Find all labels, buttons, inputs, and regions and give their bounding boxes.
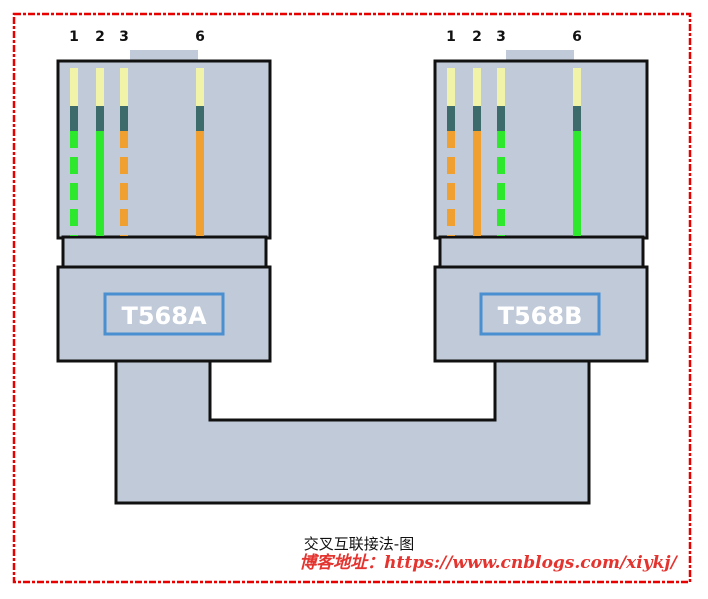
standard-label: T568B [498, 302, 583, 330]
caption: 交叉互联接法-图 [304, 535, 414, 553]
pin-number-label: 6 [572, 29, 582, 45]
pin-tip [573, 68, 581, 106]
pin-number-label: 6 [195, 29, 205, 45]
pin-tip [120, 68, 128, 106]
pin-contact [473, 106, 481, 131]
pin-tip [447, 68, 455, 106]
pin-contact [196, 106, 204, 131]
standard-label: T568A [121, 302, 206, 330]
pin-contact [497, 106, 505, 131]
cable [114, 358, 591, 505]
standard-label-box [479, 292, 601, 336]
connector-tab [506, 50, 574, 62]
connector-head [433, 59, 649, 240]
pin-number-label: 3 [119, 29, 129, 45]
pin-tip [497, 68, 505, 106]
pin-contact [70, 106, 78, 131]
watermark: 博客地址：https://www.cnblogs.com/xiykj/ [299, 553, 678, 573]
connector-neck [61, 235, 268, 270]
pin-number-label: 1 [69, 29, 79, 45]
standard-label-box [103, 292, 225, 336]
pin-number-label: 1 [446, 29, 456, 45]
connector-neck [438, 235, 645, 270]
pin-tip [196, 68, 204, 106]
pin-number-label: 2 [472, 29, 482, 45]
pin-number-label: 2 [95, 29, 105, 45]
connector-head [56, 59, 272, 240]
pin-contact [573, 106, 581, 131]
pin-contact [96, 106, 104, 131]
pin-contact [120, 106, 128, 131]
connector-tab [130, 50, 198, 62]
pin-tip [473, 68, 481, 106]
pin-tip [70, 68, 78, 106]
red-frame [12, 12, 692, 584]
pin-contact [447, 106, 455, 131]
pin-tip [96, 68, 104, 106]
pin-number-label: 3 [496, 29, 506, 45]
